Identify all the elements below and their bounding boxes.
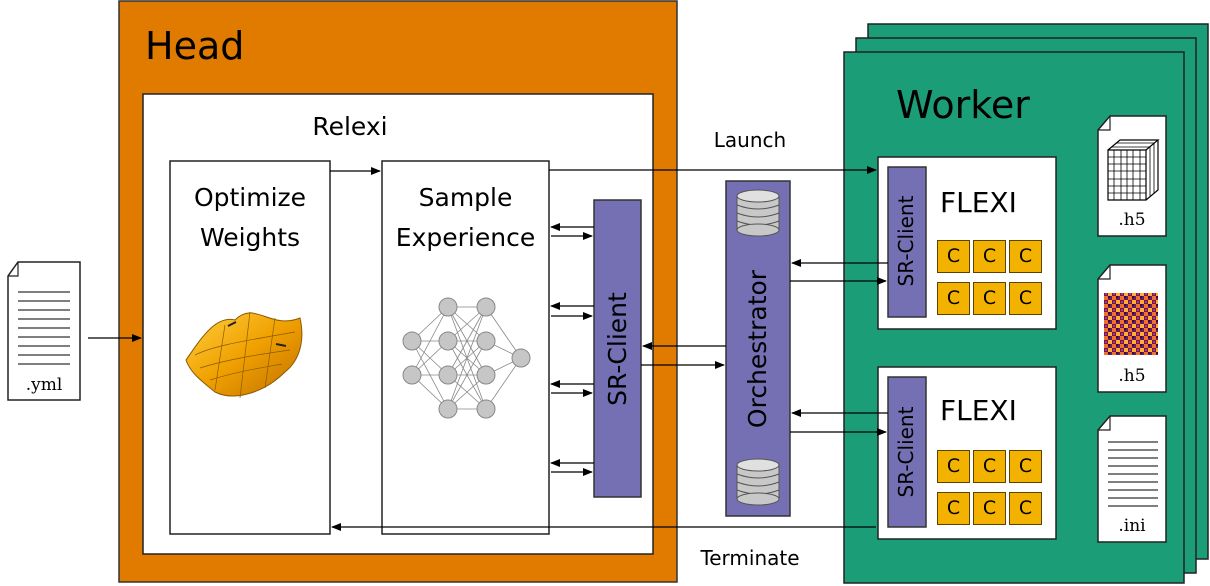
core-cell: C [973, 240, 1006, 273]
core-cell: C [973, 492, 1006, 525]
head-title: Head [145, 24, 245, 68]
ini-file-icon [1097, 415, 1167, 543]
core-cell: C [937, 282, 970, 315]
worker-title: Worker [896, 83, 1030, 127]
flexi-sr-client-label-2: SR-Client [894, 406, 918, 498]
terminate-label: Terminate [700, 546, 800, 570]
flexi-sr-client-label-1: SR-Client [894, 195, 918, 287]
yml-file-label: .yml [25, 375, 63, 395]
core-cell: C [973, 450, 1006, 483]
arrows [88, 166, 888, 531]
core-cell: C [1009, 282, 1042, 315]
core-cell: C [937, 450, 970, 483]
core-cell: C [1009, 450, 1042, 483]
h5-file-label-2: .h5 [1118, 366, 1146, 386]
loss-surface-icon [185, 311, 303, 399]
flexi-label-1: FLEXI [940, 186, 1017, 219]
relexi-title: Relexi [312, 112, 388, 141]
flexi-label-2: FLEXI [940, 394, 1017, 427]
core-cell: C [937, 492, 970, 525]
relexi-sr-client-label: SR-Client [603, 292, 632, 406]
sample-label-line1: Sample [418, 183, 513, 212]
neural-network-icon [411, 306, 522, 410]
core-cell: C [973, 282, 1006, 315]
orchestrator-label: Orchestrator [743, 269, 772, 429]
core-cell: C [1009, 240, 1042, 273]
database-icon [736, 189, 780, 237]
launch-label: Launch [713, 128, 787, 152]
flexi-sr-client-box-1 [887, 166, 927, 318]
h5-file-label-1: .h5 [1118, 210, 1146, 230]
sample-label-line2: Experience [395, 223, 536, 252]
core-cell: C [937, 240, 970, 273]
relexi-sr-client-box [593, 199, 642, 498]
optimize-label-line2: Weights [199, 223, 301, 252]
neural-network-nodes [402, 297, 531, 419]
yml-file-icon [7, 261, 81, 401]
h5-field-file-icon [1097, 264, 1167, 393]
optimize-label-line1: Optimize [193, 183, 307, 212]
flexi-sr-client-box-2 [887, 376, 927, 528]
ini-file-label: .ini [1118, 516, 1146, 536]
database-icon [736, 458, 780, 506]
h5-grid-file-icon [1097, 115, 1167, 237]
core-cell: C [1009, 492, 1042, 525]
